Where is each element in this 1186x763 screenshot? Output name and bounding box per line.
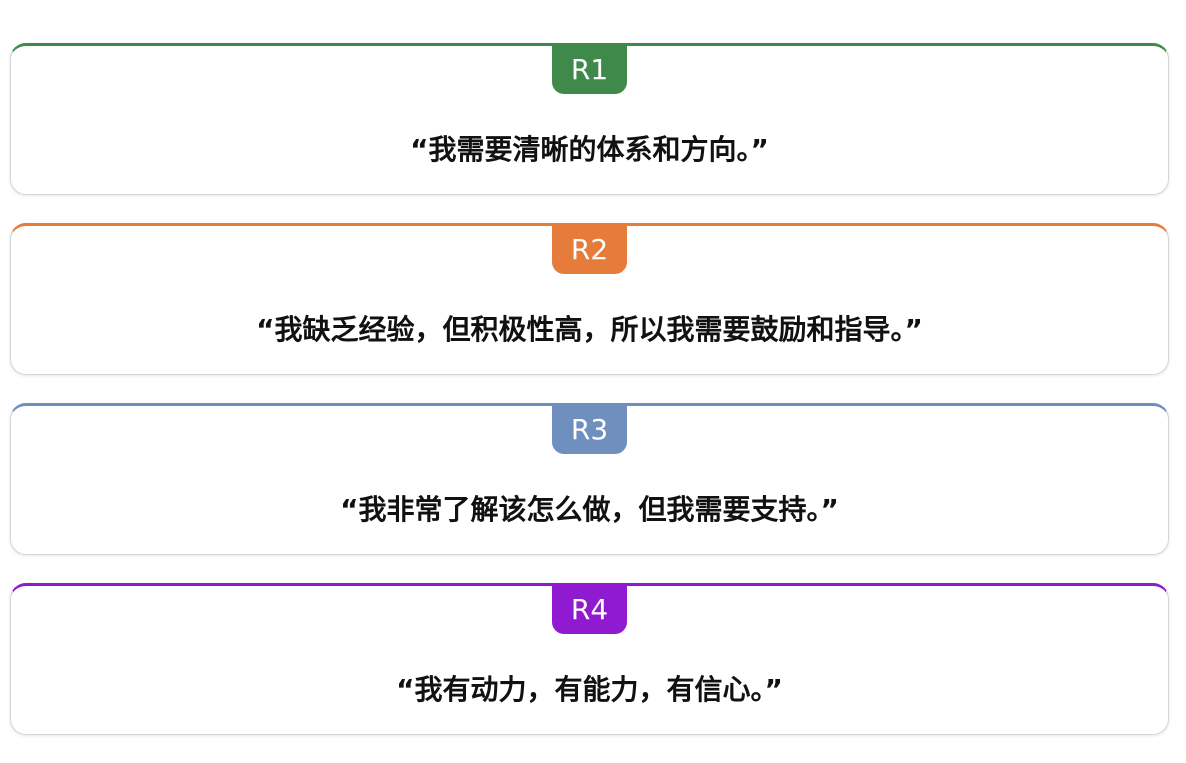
- readiness-badge-r1: R1: [552, 45, 627, 94]
- readiness-card-r4: R4 “我有动力，有能力，有信心。”: [10, 583, 1169, 735]
- readiness-card-r3: R3 “我非常了解该怎么做，但我需要支持。”: [10, 403, 1169, 555]
- readiness-card-list: R1 “我需要清晰的体系和方向。” R2 “我缺乏经验，但积极性高，所以我需要鼓…: [10, 43, 1169, 763]
- readiness-quote-r4: “我有动力，有能力，有信心。”: [396, 673, 783, 706]
- readiness-badge-r3: R3: [552, 405, 627, 454]
- readiness-quote-r1: “我需要清晰的体系和方向。”: [410, 133, 769, 166]
- readiness-badge-r4: R4: [552, 585, 627, 634]
- readiness-quote-r2: “我缺乏经验，但积极性高，所以我需要鼓励和指导。”: [256, 313, 923, 346]
- readiness-card-r1: R1 “我需要清晰的体系和方向。”: [10, 43, 1169, 195]
- readiness-badge-r2: R2: [552, 225, 627, 274]
- readiness-card-r2: R2 “我缺乏经验，但积极性高，所以我需要鼓励和指导。”: [10, 223, 1169, 375]
- readiness-quote-r3: “我非常了解该怎么做，但我需要支持。”: [340, 493, 839, 526]
